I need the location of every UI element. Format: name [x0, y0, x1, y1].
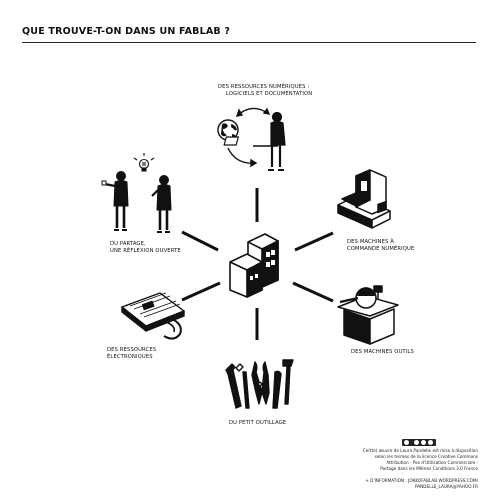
label-partage-line2: UNE RÉFLEXION OUVERTE: [110, 248, 181, 254]
spoke-upper-right: [294, 231, 334, 252]
license-line: selon les termes de la licence Creative …: [374, 454, 478, 459]
fablab-building-icon: [229, 233, 279, 298]
license-line: Partage dans les Mêmes Conditions 3.0 Fr…: [380, 466, 478, 471]
contact-email-link[interactable]: PANDELLE_LAURA@YAHOO.FR: [415, 484, 478, 489]
label-machines-commande: DES MACHINES À COMMANDE NUMÉRIQUE: [347, 239, 414, 253]
discussing-people-icon: [101, 171, 172, 233]
label-machines-outils: DES MACHINES OUTILS: [351, 349, 414, 356]
spoke-lower-left: [181, 281, 221, 302]
cnc-machine-icon: [337, 169, 391, 229]
label-machines-commande-line1: DES MACHINES À: [347, 239, 394, 245]
hand-tools-icon: [225, 359, 294, 409]
label-ressources-numeriques-line1: DES RESSOURCES NUMÉRIQUES :: [218, 84, 310, 90]
spoke-lower-right: [292, 281, 334, 303]
cycle-arrows-icon: [227, 107, 271, 168]
page-title: QUE TROUVE-T-ON DANS UN FABLAB ?: [22, 26, 231, 37]
table-saw-icon: [337, 285, 399, 345]
label-ressources-electroniques-line1: DES RESSOURCES: [107, 347, 157, 353]
creative-commons-badge-icon[interactable]: [402, 439, 436, 446]
license-line: Attribution - Pas d’Utilisation Commerci…: [386, 460, 478, 465]
label-petit-outillage-line1: DU PETIT OUTILLAGE: [229, 420, 287, 426]
label-ressources-electroniques-line2: ÉLECTRONIQUES: [107, 354, 153, 360]
breadboard-icon: [121, 292, 185, 340]
person-laptop-icon: [223, 111, 286, 171]
label-partage: DU PARTAGE, UNE RÉFLEXION OUVERTE: [110, 241, 181, 255]
label-partage-line1: DU PARTAGE,: [110, 241, 146, 247]
contact-info: + D’INFORMATION : JOKKOFABLAB.WORDPRESS.…: [328, 478, 478, 490]
label-ressources-numeriques: DES RESSOURCES NUMÉRIQUES : LOGICIELS ET…: [218, 84, 312, 98]
license-line: Ce(tte) œuvre de Laura Pandelle est mise…: [362, 448, 478, 453]
title-divider: [22, 42, 476, 43]
label-ressources-numeriques-line2: LOGICIELS ET DOCUMENTATION: [226, 91, 313, 97]
label-machines-outils-line1: DES MACHINES OUTILS: [351, 349, 414, 355]
lightbulb-icon: [133, 153, 155, 172]
spoke-upper-left: [181, 230, 219, 252]
license-text: Ce(tte) œuvre de Laura Pandelle est mise…: [328, 448, 478, 472]
label-ressources-electroniques: DES RESSOURCES ÉLECTRONIQUES: [107, 347, 156, 361]
label-machines-commande-line2: COMMANDE NUMÉRIQUE: [347, 246, 415, 252]
spokes: [181, 188, 334, 340]
contact-website-link[interactable]: + D’INFORMATION : JOKKOFABLAB.WORDPRESS.…: [365, 478, 478, 483]
label-petit-outillage: DU PETIT OUTILLAGE: [229, 420, 286, 427]
